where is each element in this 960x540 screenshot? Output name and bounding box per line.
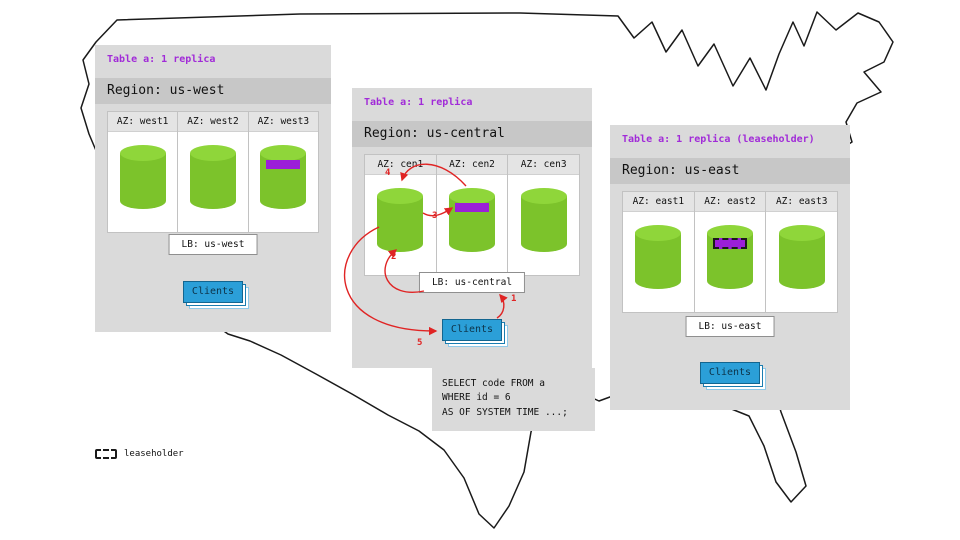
- az-label: AZ: west2: [178, 112, 248, 132]
- load-balancer-box: LB: us-central: [418, 272, 526, 293]
- cylinder-body: [778, 233, 825, 289]
- region-title: Region: us-west: [95, 78, 331, 104]
- load-balancer-box: LB: us-east: [685, 316, 775, 337]
- sql-line: AS OF SYSTEM TIME ...;: [442, 406, 568, 418]
- region-panel-us-west: Table a: 1 replica Region: us-west AZ: w…: [95, 45, 331, 332]
- clients-box: Clients: [442, 319, 502, 341]
- az-column: AZ: west2: [177, 112, 248, 232]
- database-cylinder: [778, 225, 825, 289]
- az-column: AZ: west1: [108, 112, 178, 232]
- az-container: AZ: west1 AZ: west2 AZ: west3: [107, 111, 319, 233]
- az-container: AZ: east1 AZ: east2 AZ: east3: [622, 191, 838, 313]
- table-replica-label: Table a: 1 replica: [107, 54, 216, 65]
- database-cylinder: [189, 145, 236, 209]
- leaseholder-range-band: [713, 238, 747, 249]
- az-column: AZ: cen3: [507, 155, 580, 275]
- cylinder-top: [189, 145, 236, 161]
- cylinder-top: [635, 225, 682, 241]
- region-title: Region: us-east: [610, 158, 850, 184]
- database-cylinder: [707, 225, 753, 289]
- cylinder-top: [377, 188, 424, 204]
- flow-step-1: 1: [511, 294, 517, 304]
- cylinder-top: [260, 145, 307, 161]
- leaseholder-legend: leaseholder: [95, 449, 184, 459]
- az-label: AZ: west1: [108, 112, 178, 132]
- cylinder-top: [520, 188, 567, 204]
- flow-step-5: 5: [417, 338, 423, 348]
- cylinder-top: [119, 145, 166, 161]
- sql-line: SELECT code FROM a: [442, 378, 545, 389]
- az-label: AZ: east2: [694, 192, 766, 212]
- az-column: AZ: cen2: [435, 155, 508, 275]
- sql-query-box: SELECT code FROM a WHERE id = 6 AS OF SY…: [432, 368, 595, 431]
- region-panel-us-east: Table a: 1 replica (leaseholder) Region:…: [610, 125, 850, 410]
- clients-box: Clients: [183, 281, 243, 303]
- leaseholder-swatch-icon: [95, 449, 117, 459]
- cylinder-top: [707, 225, 753, 241]
- az-label: AZ: east3: [766, 192, 838, 212]
- legend-label: leaseholder: [124, 449, 184, 459]
- cylinder-top: [449, 188, 495, 204]
- az-label: AZ: west3: [248, 112, 318, 132]
- cylinder-body: [635, 233, 682, 289]
- az-label: AZ: cen1: [365, 155, 436, 175]
- flow-step-4: 4: [385, 168, 391, 178]
- replica-range-band: [455, 203, 489, 212]
- az-column: AZ: west3: [247, 112, 318, 232]
- az-label: AZ: east1: [623, 192, 694, 212]
- cylinder-body: [520, 196, 567, 252]
- database-cylinder: [260, 145, 307, 209]
- database-cylinder: [520, 188, 567, 252]
- az-label: AZ: cen2: [436, 155, 508, 175]
- database-cylinder: [119, 145, 166, 209]
- clients-box: Clients: [700, 362, 760, 384]
- table-replica-label: Table a: 1 replica: [364, 97, 473, 108]
- database-cylinder: [377, 188, 424, 252]
- replica-range-band: [266, 160, 301, 169]
- az-column: AZ: east3: [765, 192, 838, 312]
- cylinder-body: [189, 153, 236, 209]
- az-container: AZ: cen1 AZ: cen2 AZ: cen3: [364, 154, 580, 276]
- cylinder-body: [119, 153, 166, 209]
- sql-line: WHERE id = 6: [442, 392, 511, 404]
- region-title: Region: us-central: [352, 121, 592, 147]
- database-cylinder: [449, 188, 495, 252]
- az-column: AZ: east2: [693, 192, 766, 312]
- flow-step-2: 2: [391, 252, 397, 262]
- region-panel-us-central: Table a: 1 replica Region: us-central AZ…: [352, 88, 592, 368]
- flow-step-3: 3: [432, 211, 438, 221]
- az-column: AZ: cen1: [365, 155, 436, 275]
- load-balancer-box: LB: us-west: [168, 234, 258, 255]
- table-replica-label: Table a: 1 replica (leaseholder): [622, 134, 815, 145]
- cylinder-top: [778, 225, 825, 241]
- database-cylinder: [635, 225, 682, 289]
- cylinder-body: [377, 196, 424, 252]
- az-column: AZ: east1: [623, 192, 694, 312]
- az-label: AZ: cen3: [508, 155, 580, 175]
